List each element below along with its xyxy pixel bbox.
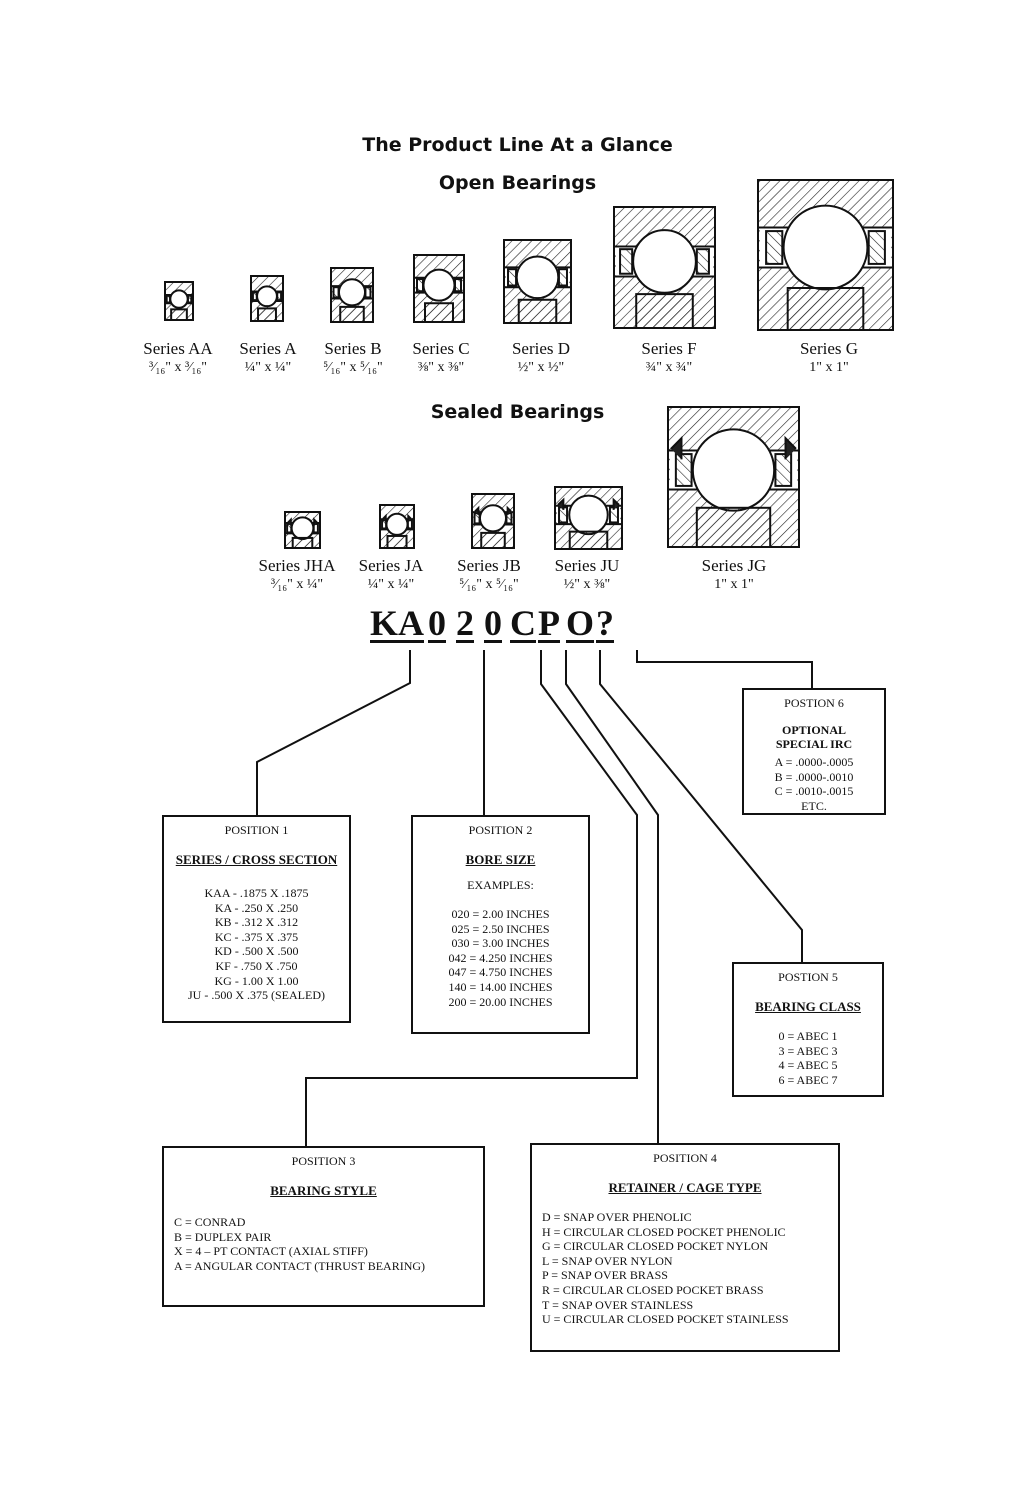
- list-item: ETC.: [801, 798, 827, 813]
- pn-char: C: [510, 603, 536, 643]
- list-item: U = CIRCULAR CLOSED POCKET STAINLESS: [542, 1312, 789, 1327]
- position-4-label: POSITION 4: [653, 1151, 717, 1165]
- pn-char: ?: [596, 603, 614, 643]
- list-item: KB - .312 X .312: [214, 915, 299, 930]
- list-item: L = SNAP OVER NYLON: [542, 1253, 673, 1268]
- position-5-box: POSTION 5 BEARING CLASS 0 = ABEC 1 3 = A…: [732, 962, 884, 1097]
- position-5-label: POSTION 5: [778, 970, 838, 984]
- list-item: 6 = ABEC 7: [778, 1072, 838, 1087]
- position-2-subheading: EXAMPLES:: [467, 878, 534, 892]
- list-item: X = 4 – PT CONTACT (AXIAL STIFF): [174, 1244, 368, 1259]
- bearing-series-a: [250, 275, 284, 322]
- bearing-series-jha: [284, 511, 321, 549]
- list-item: A = .0000-.0005: [774, 755, 854, 769]
- list-item: KA - .250 X .250: [214, 900, 299, 915]
- list-item: G = CIRCULAR CLOSED POCKET NYLON: [542, 1239, 769, 1254]
- position-1-box: POSITION 1 SERIES / CROSS SECTION KAA - …: [162, 815, 351, 1023]
- pn-char: 0: [484, 603, 502, 643]
- list-item: JU - .500 X .375 (SEALED): [188, 988, 325, 1003]
- position-2-box: POSITION 2 BORE SIZE EXAMPLES: 020 = 2.0…: [411, 815, 590, 1034]
- list-item: B = .0000-.0010: [774, 769, 854, 784]
- position-1-heading: SERIES / CROSS SECTION: [175, 852, 338, 867]
- list-item: C = CONRAD: [174, 1215, 246, 1229]
- list-item: P = SNAP OVER BRASS: [542, 1268, 668, 1283]
- pn-char: 2: [456, 603, 474, 643]
- bearing-series-jg: [667, 406, 800, 548]
- bearing-series-ja: [379, 504, 415, 550]
- page-title: The Product Line At a Glance: [362, 134, 673, 156]
- list-item: 025 = 2.50 INCHES: [451, 921, 550, 936]
- position-5-heading: BEARING CLASS: [755, 999, 861, 1014]
- position-4-box: POSITION 4 RETAINER / CAGE TYPE D = SNAP…: [530, 1143, 840, 1352]
- bearing-series-jb: [471, 493, 515, 550]
- list-item: 140 = 14.00 INCHES: [448, 979, 553, 994]
- list-item: 042 = 4.250 INCHES: [448, 950, 553, 965]
- bearing-series-g: [757, 179, 894, 331]
- position-2-heading: BORE SIZE: [465, 852, 536, 867]
- position-1-label: POSITION 1: [224, 823, 289, 837]
- pn-char: P: [538, 603, 560, 643]
- pn-char: K: [370, 603, 399, 643]
- position-4-heading: RETAINER / CAGE TYPE: [608, 1180, 762, 1195]
- position-3-box: POSITION 3 BEARING STYLE C = CONRAD B = …: [162, 1146, 485, 1307]
- pn-char: O: [566, 603, 595, 643]
- bearing-series-f: [613, 206, 716, 329]
- bearing-series-aa: [164, 281, 194, 321]
- bearing-series-d: [503, 239, 572, 325]
- list-item: KG - 1.00 X 1.00: [214, 973, 299, 988]
- list-item: T = SNAP OVER STAINLESS: [542, 1297, 694, 1312]
- open-bearings-heading: Open Bearings: [438, 172, 597, 194]
- list-item: A = ANGULAR CONTACT (THRUST BEARING): [174, 1258, 426, 1273]
- list-item: 3 = ABEC 3: [778, 1043, 838, 1058]
- bearing-series-b: [330, 267, 374, 324]
- list-item: KC - .375 X .375: [214, 929, 299, 944]
- position-6-label: POSTION 6: [784, 696, 844, 710]
- list-item: C = .0010-.0015: [774, 784, 854, 799]
- bearing-series-c: [413, 254, 465, 323]
- bearing-drawings: [164, 179, 894, 551]
- list-item: H = CIRCULAR CLOSED POCKET PHENOLIC: [542, 1224, 786, 1239]
- pn-char: 0: [428, 603, 446, 643]
- list-item: 020 = 2.00 INCHES: [451, 907, 550, 921]
- position-3-label: POSITION 3: [291, 1154, 356, 1168]
- list-item: D = SNAP OVER PHENOLIC: [542, 1210, 692, 1224]
- list-item: B = DUPLEX PAIR: [174, 1229, 272, 1244]
- list-item: KF - .750 X .750: [215, 958, 298, 973]
- position-6-box: POSTION 6 OPTIONAL SPECIAL IRC A = .0000…: [742, 688, 886, 815]
- list-item: 0 = ABEC 1: [778, 1029, 838, 1043]
- pn-char: A: [398, 603, 424, 643]
- list-item: KD - .500 X .500: [214, 944, 299, 959]
- list-item: 030 = 3.00 INCHES: [451, 936, 550, 951]
- bearing-series-ju: [554, 486, 623, 551]
- list-item: KAA - .1875 X .1875: [204, 886, 309, 900]
- list-item: R = CIRCULAR CLOSED POCKET BRASS: [542, 1282, 764, 1297]
- position-3-heading: BEARING STYLE: [270, 1183, 377, 1198]
- list-item: 4 = ABEC 5: [778, 1058, 838, 1073]
- position-6-heading: OPTIONAL SPECIAL IRC: [775, 723, 853, 751]
- position-2-label: POSITION 2: [468, 823, 533, 837]
- sealed-bearings-heading: Sealed Bearings: [430, 401, 605, 423]
- list-item: 200 = 20.00 INCHES: [448, 994, 553, 1009]
- list-item: 047 = 4.750 INCHES: [448, 965, 553, 980]
